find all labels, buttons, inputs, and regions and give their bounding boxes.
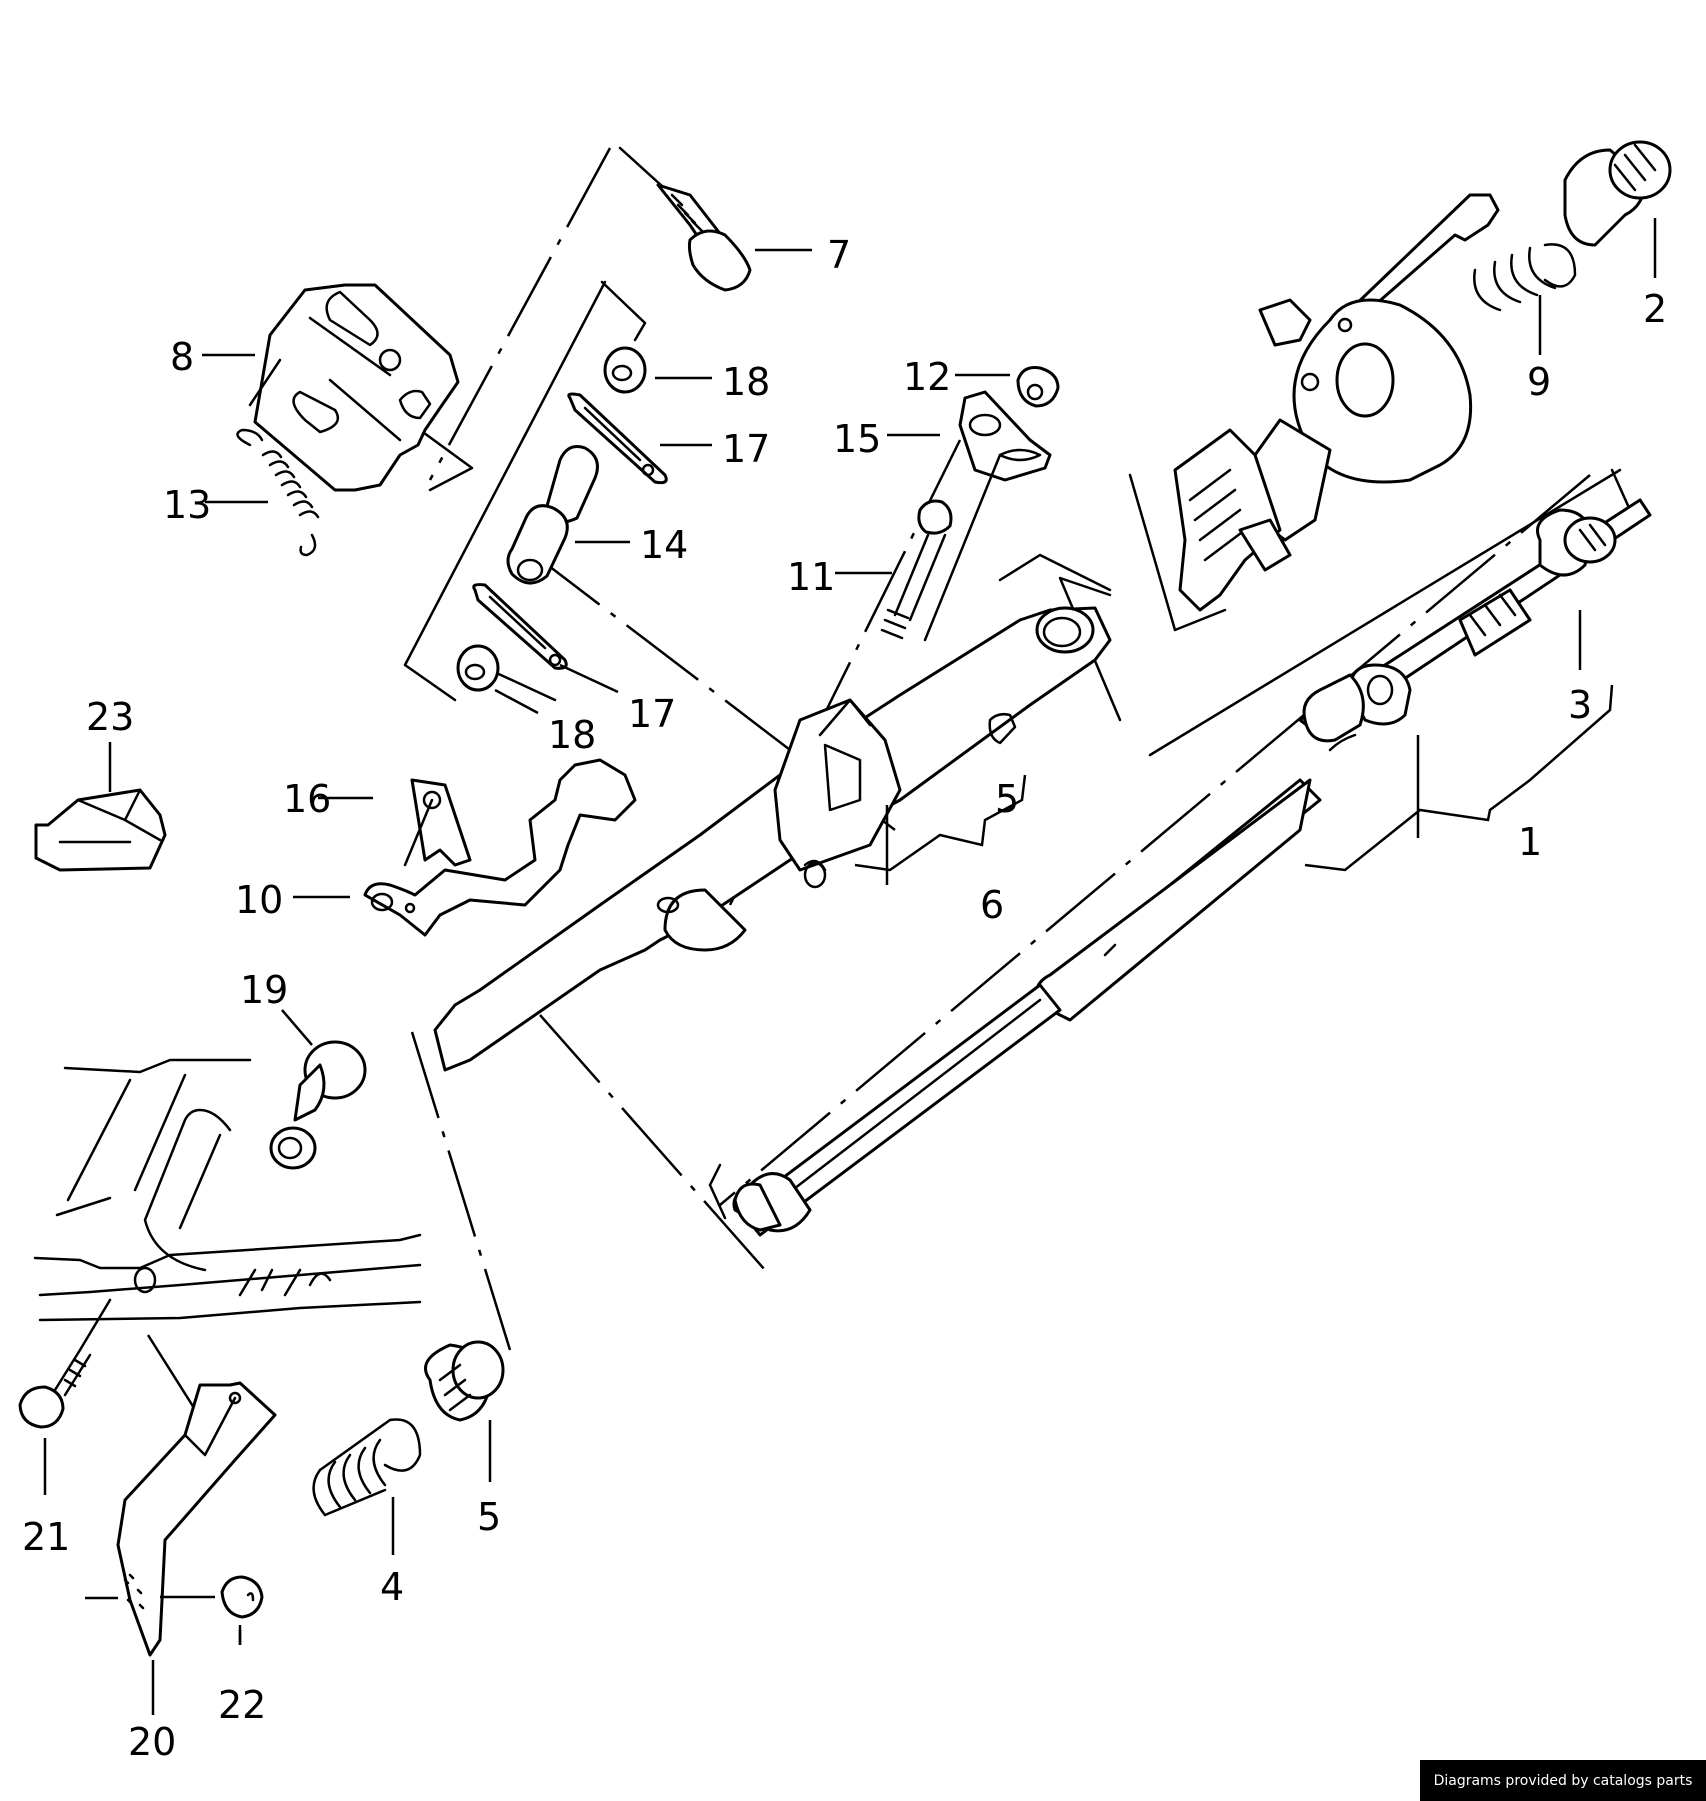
callout-17-lower: 17 <box>628 692 676 736</box>
part-3-bushing <box>1536 508 1617 577</box>
callout-8: 8 <box>170 335 194 379</box>
callout-labels: 1 2 3 4 5 5 6 7 8 9 10 11 12 15 13 14 16… <box>22 233 1667 1764</box>
credit-banner: Diagrams provided by catalogs parts <box>1420 1760 1706 1801</box>
callout-5-lower: 5 <box>477 1495 501 1539</box>
part-5-bushing-lower <box>424 1340 505 1422</box>
callout-10: 10 <box>235 878 283 922</box>
part-8-bracket <box>248 283 460 492</box>
axis-line-pedal <box>539 1014 766 1271</box>
axis-line-screw <box>428 147 612 481</box>
combination-switch <box>1173 193 1500 612</box>
part-13-spring <box>236 428 320 557</box>
callout-4: 4 <box>380 1565 404 1609</box>
part-9-spring <box>1473 243 1577 312</box>
part-2-sleeve <box>1563 140 1672 247</box>
callout-21: 21 <box>22 1515 70 1559</box>
callout-20: 20 <box>128 1720 176 1764</box>
part-17-strap-upper <box>567 392 668 485</box>
part-6-column-tube <box>433 606 1112 1072</box>
callout-18-lower: 18 <box>548 713 596 757</box>
part-16-bracket <box>403 778 472 867</box>
part-7-screw <box>656 183 752 292</box>
callout-18-upper: 18 <box>722 360 770 404</box>
part-18-bushing-lower <box>456 644 500 692</box>
part-15-plate <box>923 390 1052 642</box>
callout-6: 6 <box>980 883 1004 927</box>
part-20-lever <box>116 1381 277 1657</box>
part-21-bolt <box>18 1298 112 1429</box>
pedal-bracket <box>33 1058 422 1322</box>
part-19-bushing <box>269 1040 367 1170</box>
axis-line-bushing-lower <box>410 1031 512 1351</box>
part-12-nut <box>1016 366 1060 408</box>
callout-17-upper: 17 <box>722 427 770 471</box>
credit-text: Diagrams provided by catalogs parts <box>1433 1772 1693 1789</box>
part-11-bolt <box>880 499 953 640</box>
callout-22: 22 <box>218 1683 266 1727</box>
callout-9: 9 <box>1527 360 1551 404</box>
axis-line-lower-shaft <box>719 474 1591 1206</box>
callout-11: 11 <box>787 555 835 599</box>
part-17-strap-lower <box>472 583 568 670</box>
part-18-bushing-upper <box>603 346 647 394</box>
callout-13-proxy-15: 15 <box>833 417 881 461</box>
callout-12: 12 <box>903 355 951 399</box>
callout-16: 16 <box>283 777 331 821</box>
callout-2: 2 <box>1643 287 1667 331</box>
callout-13: 13 <box>163 483 211 527</box>
part-10-lever <box>363 758 637 937</box>
callout-3: 3 <box>1568 683 1592 727</box>
callout-14: 14 <box>640 523 688 567</box>
callout-19: 19 <box>240 968 288 1012</box>
callout-7: 7 <box>827 233 851 277</box>
callout-5-upper: 5 <box>995 777 1019 821</box>
part-22-nut <box>220 1575 264 1619</box>
callout-1: 1 <box>1518 820 1542 864</box>
part-23-clip <box>34 788 167 872</box>
leader-lines <box>43 218 1657 1715</box>
callout-23: 23 <box>86 695 134 739</box>
part-4-spring <box>312 1418 422 1517</box>
part-14-bushing-center <box>506 445 599 585</box>
